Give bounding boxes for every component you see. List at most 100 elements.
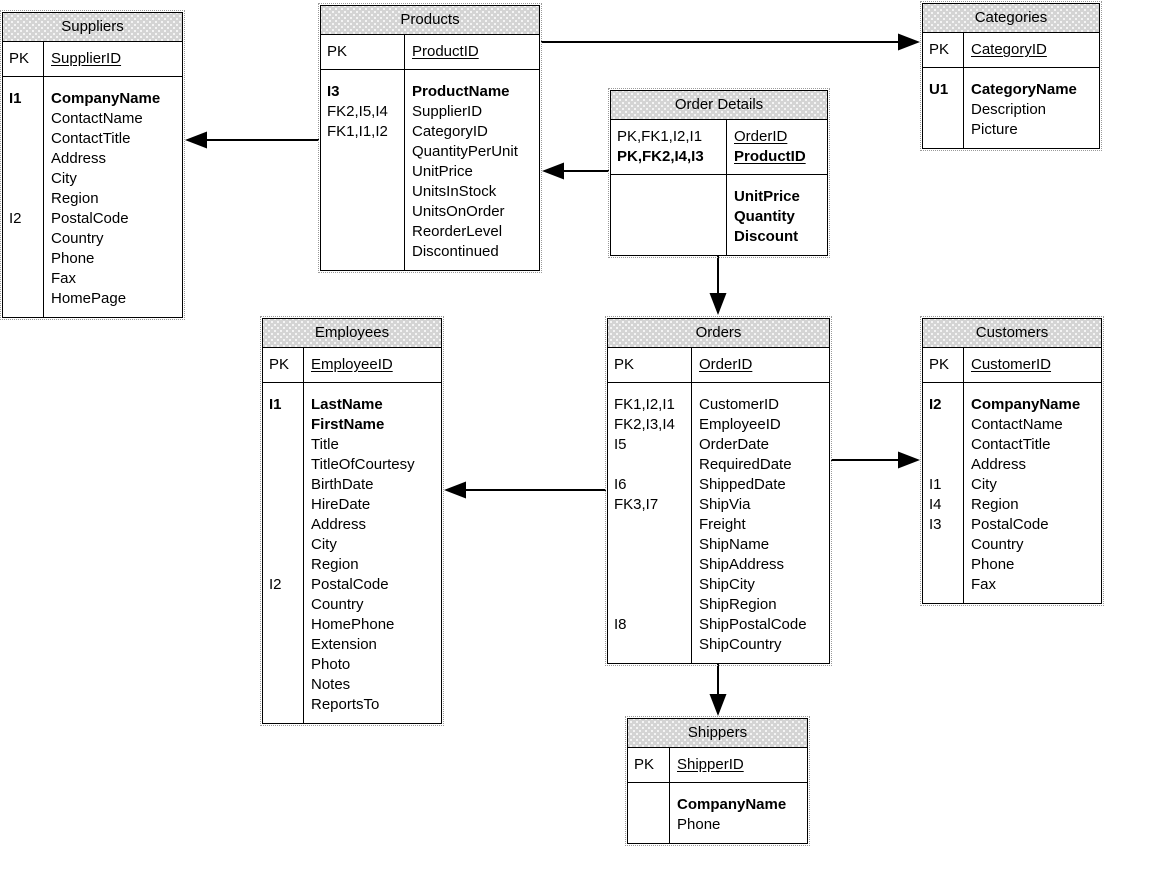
key-cell: I5 — [614, 436, 627, 453]
arrowhead-icon — [709, 293, 727, 315]
attribute-row: ContactTitle — [923, 435, 1101, 455]
attribute-name: Extension — [311, 636, 377, 653]
connector-order-details-to-products — [542, 162, 609, 180]
attribute-name: City — [51, 170, 77, 187]
key-cell: FK2,I3,I4 — [614, 416, 675, 433]
primary-key-row: PK EmployeeID — [263, 355, 441, 375]
arrowhead-icon — [444, 481, 466, 499]
key-cell: PK — [634, 756, 655, 773]
attribute-name: Discontinued — [412, 243, 499, 260]
connector-products-to-categories — [541, 33, 920, 51]
key-cell: PK — [9, 50, 30, 67]
attribute-name: ProductID — [734, 148, 806, 165]
column-divider — [726, 120, 727, 255]
attribute-row: HomePage — [3, 289, 182, 309]
attribute-name: PostalCode — [51, 210, 129, 227]
attribute-name: Country — [51, 230, 104, 247]
attribute-name: EmployeeID — [699, 416, 781, 433]
column-divider — [963, 348, 964, 603]
attribute-row: ShipName — [608, 535, 829, 555]
attribute-row: ShipCountry — [608, 635, 829, 655]
attribute-row: City — [263, 535, 441, 555]
attribute-name: BirthDate — [311, 476, 374, 493]
attribute-name: ProductID — [412, 43, 479, 60]
attribute-row: Region — [3, 189, 182, 209]
attribute-row: TitleOfCourtesy — [263, 455, 441, 475]
attribute-row: ContactTitle — [3, 129, 182, 149]
arrowhead-icon — [898, 33, 920, 51]
key-cell: FK1,I2,I1 — [614, 396, 675, 413]
attribute-name: HomePage — [51, 290, 127, 307]
attribute-row: UnitsInStock — [321, 182, 539, 202]
column-divider — [669, 748, 670, 843]
attribute-name: Phone — [51, 250, 95, 267]
attribute-name: CategoryID — [412, 123, 488, 140]
attribute-row: Country — [923, 535, 1101, 555]
attribute-name: ContactName — [51, 110, 143, 127]
attribute-name: QuantityPerUnit — [412, 143, 518, 160]
attribute-name: Phone — [677, 816, 721, 833]
column-divider — [404, 35, 405, 270]
attribute-name: Discount — [734, 228, 799, 245]
table-title: Customers — [923, 319, 1101, 348]
attribute-name: CategoryID — [971, 41, 1047, 58]
connector-order-details-to-orders — [709, 255, 727, 315]
attribute-name: ShipName — [699, 536, 770, 553]
attribute-row: FirstName — [263, 415, 441, 435]
attribute-name: Fax — [51, 270, 77, 287]
attribute-row: ShipRegion — [608, 595, 829, 615]
attribute-name: Country — [971, 536, 1024, 553]
attribute-name: HireDate — [311, 496, 371, 513]
key-cell: PK — [327, 43, 348, 60]
attribute-name: ReportsTo — [311, 696, 380, 713]
attribute-name: Phone — [971, 556, 1015, 573]
primary-key-section: PK EmployeeID — [263, 348, 441, 383]
key-cell: PK — [269, 356, 290, 373]
attribute-row: Country — [3, 229, 182, 249]
key-cell: I8 — [614, 616, 627, 633]
attribute-name: ProductName — [412, 83, 510, 100]
attribute-name: City — [971, 476, 997, 493]
attribute-name: Address — [51, 150, 107, 167]
table-title: Employees — [263, 319, 441, 348]
key-cell: U1 — [929, 81, 949, 98]
attribute-name: ShipRegion — [699, 596, 777, 613]
attribute-name: EmployeeID — [311, 356, 393, 373]
attribute-name: CustomerID — [971, 356, 1052, 373]
attribute-name: UnitPrice — [412, 163, 473, 180]
attribute-row: Phone — [923, 555, 1101, 575]
attribute-row: Picture — [923, 120, 1099, 140]
key-cell: I1 — [929, 476, 942, 493]
attribute-name: Region — [311, 556, 359, 573]
attribute-name: FirstName — [311, 416, 385, 433]
table-title: Shippers — [628, 719, 807, 748]
attribute-row: BirthDate — [263, 475, 441, 495]
column-divider — [43, 42, 44, 317]
attribute-row: Address — [923, 455, 1101, 475]
key-cell: I3 — [929, 516, 942, 533]
